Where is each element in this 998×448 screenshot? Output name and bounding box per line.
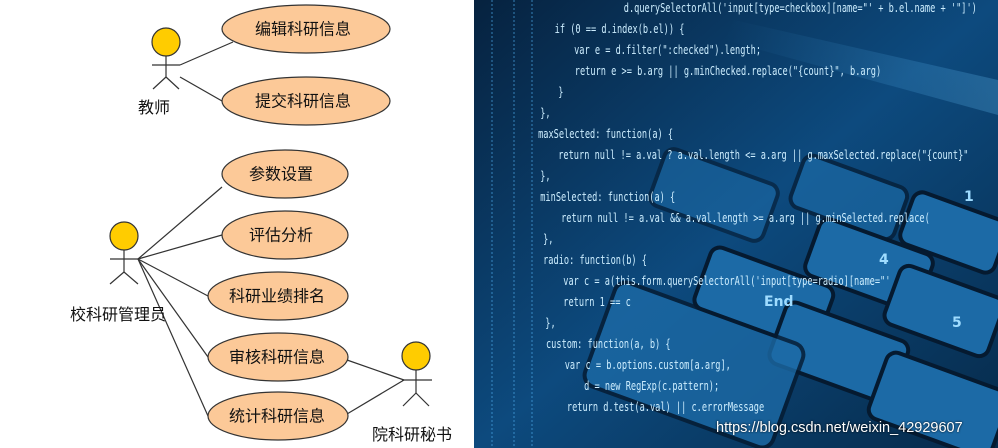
code-line: }, [540,170,550,184]
assoc-teacher-edit [179,41,234,66]
key-label-end: End [764,294,794,310]
actor-head [109,221,139,251]
key-label-1: 1 [964,189,974,205]
usecase-evaluate [221,210,349,260]
code-line: }, [545,317,555,331]
assoc-admin-ranking [137,258,209,297]
actor-teacher [151,27,181,90]
code-line: return null != a.val && a.val.length >= … [561,212,930,226]
code-overlay: d.querySelectorAll('input[type=checkbox]… [538,2,977,415]
code-line: var c = b.options.custom[a.arg], [565,359,731,373]
assoc-admin-params [137,186,223,260]
usecase-label-edit: 编辑科研信息 [255,20,351,39]
usecase-review [207,332,349,382]
usecase-ranking [207,271,349,321]
code-line: return 1 == c [563,296,631,310]
key-label-5: 5 [952,315,962,331]
usecase-label-ranking: 科研业绩排名 [229,287,325,306]
actor-label-teacher: 教师 [138,98,170,117]
assoc-secretary-statistics [346,379,405,415]
code-line: d.querySelectorAll('input[type=checkbox]… [624,2,977,16]
key-label-4: 4 [879,252,889,268]
use-case-diagram: 教师 校科研管理员 院科研秘书 编辑科研信息 提交科研信息 参数设置 评估分析 … [70,4,452,444]
code-line: d = new RegExp(c.pattern); [584,380,719,394]
keyboard-keys [582,147,998,448]
code-line: }, [543,233,553,247]
actor-admin [109,221,139,285]
code-line: return null != a.val ? a.val.length <= a… [558,149,968,163]
usecase-label-params: 参数设置 [249,165,313,184]
usecase-params [221,149,349,199]
watermark: https://blog.csdn.net/weixin_42929607 [716,420,963,436]
indent-guides [491,0,533,448]
code-line: return d.test(a.val) || c.errorMessage [567,401,764,415]
code-line: return e >= b.arg || g.minChecked.replac… [575,65,881,79]
usecase-submit [221,76,391,126]
light-streak [724,20,998,115]
usecase-label-submit: 提交科研信息 [255,92,351,111]
code-line: radio: function(b) { [543,254,647,268]
assoc-teacher-submit [179,76,223,102]
assoc-admin-statistics [137,258,209,417]
code-line: minSelected: function(a) { [540,191,675,205]
actor-head [401,341,431,371]
usecase-edit [221,4,391,54]
code-line: var c = a(this.form.querySelectorAll('in… [563,275,890,289]
photo-canvas: End 1 4 5 d.querySelectorAll('input[type… [474,0,998,448]
actor-label-admin: 校科研管理员 [70,305,166,324]
code-keyboard-photo: End 1 4 5 d.querySelectorAll('input[type… [474,0,998,448]
assoc-secretary-review [346,359,405,381]
associations [137,41,405,417]
code-line: if (0 == d.index(b.el)) { [555,23,685,37]
code-line: maxSelected: function(a) { [538,128,673,142]
code-line: } [558,86,563,100]
actor-head [151,27,181,57]
usecase-statistics [207,391,349,441]
assoc-admin-evaluate [137,234,223,260]
usecase-label-review: 审核科研信息 [229,348,325,367]
actor-label-secretary: 院科研秘书 [372,425,452,444]
usecase-label-statistics: 统计科研信息 [229,407,325,426]
code-line: custom: function(a, b) { [546,338,671,352]
actor-secretary [401,341,432,407]
usecase-label-evaluate: 评估分析 [249,226,313,245]
code-line: }, [540,107,550,121]
assoc-admin-review [137,258,209,358]
code-line: var e = d.filter(":checked").length; [574,44,761,58]
